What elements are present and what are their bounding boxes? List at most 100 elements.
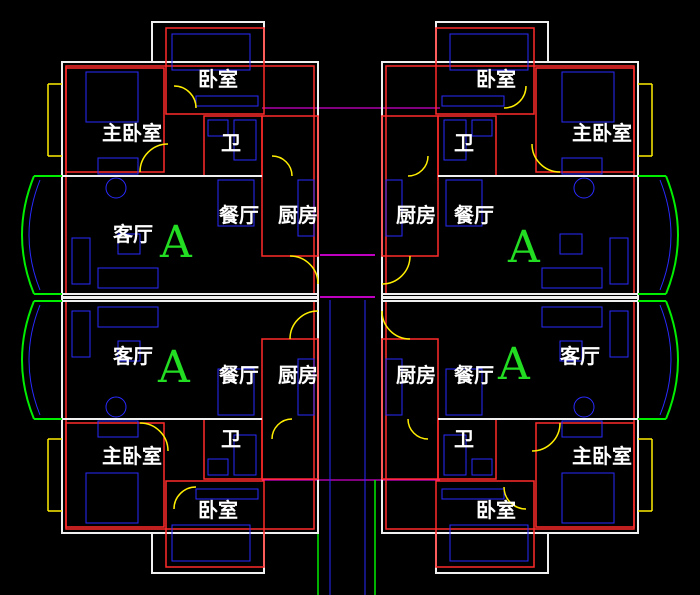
bed-symbol-tl — [171, 33, 251, 71]
plant-symbol-tr — [573, 177, 595, 199]
bedroom-wall-br — [435, 480, 535, 568]
bay-window-tl — [21, 175, 35, 295]
furniture-symbols — [71, 33, 629, 562]
door-swing-br — [381, 310, 411, 340]
bed-symbol-br — [449, 524, 529, 562]
wardrobe-symbol-br — [441, 488, 505, 500]
room-label-kitchen-tr: 厨房 — [396, 203, 436, 227]
bed-symbol-bl — [85, 472, 139, 524]
door-swing-bl — [139, 422, 169, 452]
kitchen-wall-tl — [261, 115, 319, 257]
sofa-symbol-bl — [97, 306, 159, 328]
tv-cabinet-symbol-bl — [71, 310, 91, 358]
plant-symbol-tl — [105, 177, 127, 199]
coffee-table-symbol-tl — [117, 233, 141, 255]
door-swing-tl — [271, 155, 293, 177]
room-label-dining-tl: 餐厅 — [219, 203, 259, 227]
tv-cabinet-symbol-tl — [71, 237, 91, 285]
bedroom-wall-tl — [165, 27, 265, 115]
room-label-bedroom-br: 卧室 — [476, 498, 516, 522]
unit-label-bl: A — [157, 342, 191, 393]
room-label-kitchen-br: 厨房 — [396, 363, 436, 387]
master-bedroom-wall-br — [535, 422, 635, 528]
table-symbol-tl — [97, 157, 139, 175]
dining-table-symbol-bl — [217, 368, 255, 416]
kitchen-wall-br — [381, 338, 439, 480]
door-swing-br — [503, 486, 527, 510]
master-bedroom-wall-tr — [535, 67, 635, 173]
bathtub-symbol-tr — [443, 119, 467, 161]
wardrobe-symbol-bl — [195, 488, 259, 500]
door-swing-tr — [531, 143, 561, 173]
kitchen-wall-bl — [261, 338, 319, 480]
coffee-table-symbol-bl — [117, 340, 141, 362]
room-label-kitchen-tl: 厨房 — [278, 203, 318, 227]
wardrobe-symbol-tl — [195, 95, 259, 107]
bed-symbol-br — [561, 472, 615, 524]
room-label-living-bl: 客厅 — [112, 344, 153, 368]
sofa-symbol-br — [541, 306, 603, 328]
bay-window-inner-br — [659, 304, 672, 416]
sink-symbol-tr — [471, 119, 493, 137]
door-swing-tl — [173, 85, 197, 109]
door-swing-bl — [271, 418, 293, 440]
sink-symbol-br — [471, 458, 493, 476]
room-label-bath-bl: 卫 — [221, 427, 241, 451]
unit-label-tl: A — [159, 217, 193, 268]
bay-window-inner-tr — [659, 179, 672, 291]
bathtub-symbol-tl — [233, 119, 257, 161]
table-symbol-bl — [97, 420, 139, 438]
bay-window-tr — [665, 175, 679, 295]
table-symbol-tr — [561, 157, 603, 175]
wall-lines — [47, 21, 653, 595]
bay-window-inner-bl — [28, 304, 41, 416]
counter-symbol-bl — [297, 358, 315, 416]
sink-symbol-bl — [207, 458, 229, 476]
door-swing-tl — [289, 255, 319, 285]
counter-symbol-tr — [385, 179, 403, 237]
bay-window-bl — [21, 300, 35, 420]
bay-window-br — [665, 300, 679, 420]
bedroom-wall-tr — [435, 27, 535, 115]
unit-label-tr: A — [507, 222, 541, 273]
bay-window-inner-tl — [28, 179, 41, 291]
bed-symbol-tr — [561, 71, 615, 123]
room-label-dining-br: 餐厅 — [454, 363, 494, 387]
counter-symbol-br — [385, 358, 403, 416]
inner-wall-br — [385, 300, 635, 530]
room-label-bath-br: 卫 — [454, 427, 474, 451]
room-label-dining-bl: 餐厅 — [219, 363, 259, 387]
bathtub-symbol-bl — [233, 434, 257, 476]
sofa-symbol-tr — [541, 267, 603, 289]
room-label-living-br: 客厅 — [559, 344, 600, 368]
master-bedroom-wall-tl — [65, 67, 165, 173]
door-swing-br — [407, 418, 429, 440]
door-swing-tr — [407, 155, 429, 177]
tv-cabinet-symbol-br — [609, 310, 629, 358]
room-label-kitchen-bl: 厨房 — [278, 363, 318, 387]
coffee-table-symbol-tr — [559, 233, 583, 255]
room-label-master-bedroom-tl: 主卧室 — [102, 121, 162, 145]
unit-label-br: A — [497, 339, 531, 390]
outer-wall-bl — [61, 296, 319, 534]
coffee-table-symbol-br — [559, 340, 583, 362]
dining-table-symbol-tl — [217, 179, 255, 227]
plant-symbol-br — [573, 396, 595, 418]
master-bedroom-wall-bl — [65, 422, 165, 528]
plant-symbol-bl — [105, 396, 127, 418]
sink-symbol-tl — [207, 119, 229, 137]
door-swings — [139, 85, 561, 510]
window-lines — [21, 175, 679, 420]
door-swing-tr — [381, 255, 411, 285]
room-label-bedroom-tr: 卧室 — [476, 67, 516, 91]
table-symbol-br — [561, 420, 603, 438]
bedroom-wall-bl — [165, 480, 265, 568]
room-label-bedroom-bl: 卧室 — [198, 498, 238, 522]
bathtub-symbol-br — [443, 434, 467, 476]
room-label-living-tl: 客厅 — [112, 222, 153, 246]
door-swing-bl — [173, 486, 197, 510]
bed-symbol-tr — [449, 33, 529, 71]
kitchen-wall-tr — [381, 115, 439, 257]
room-label-master-bedroom-br: 主卧室 — [572, 444, 632, 468]
